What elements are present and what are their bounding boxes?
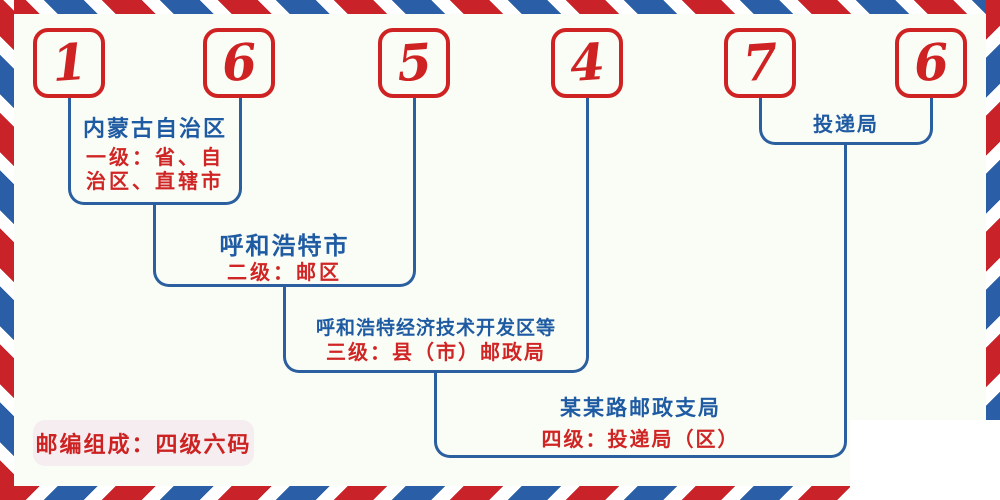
postal-code-composition-badge: 邮编组成：四级六码 [33, 420, 254, 466]
level2-desc: 二级：邮区 [227, 260, 342, 284]
level1-desc-line2: 治区、直辖市 [86, 169, 224, 193]
digit-box-2: 6 [203, 28, 275, 98]
bracket-level1 [68, 98, 242, 205]
digit-box-6: 6 [895, 28, 967, 98]
badge-text: 邮编组成：四级六码 [35, 433, 252, 458]
level2-title: 呼和浩特市 [219, 232, 350, 260]
digit-3: 5 [394, 31, 434, 94]
connector-digit3 [413, 98, 416, 206]
bracket-level4 [434, 373, 847, 458]
airmail-border-top [0, 0, 1000, 14]
bracket-level2 [153, 205, 416, 287]
airmail-border-right [986, 0, 1000, 500]
level1-title: 内蒙古自治区 [82, 117, 227, 142]
bottom-right-white-patch [850, 420, 1000, 500]
bracket-level3 [283, 287, 589, 373]
digit-box-1: 1 [33, 28, 105, 98]
bracket-delivery [759, 98, 933, 145]
digit-6: 6 [911, 31, 951, 94]
connector-delivery [844, 144, 847, 374]
digit-2: 6 [219, 31, 259, 94]
digit-box-4: 4 [551, 28, 623, 98]
level4-title: 某某路邮政支局 [560, 396, 721, 420]
digit-box-3: 5 [378, 28, 450, 98]
level4-desc: 四级：投递局（区） [541, 427, 740, 451]
digit-4: 4 [567, 31, 607, 94]
airmail-border-bottom [0, 486, 1000, 500]
digit-box-5: 7 [724, 28, 796, 98]
level3-title: 呼和浩特经济技术开发区等 [315, 317, 556, 339]
level3-desc: 三级：县（市）邮政局 [326, 340, 546, 364]
connector-digit4 [586, 98, 589, 288]
level1-desc-line1: 一级：省、自 [86, 145, 224, 169]
digit-5: 7 [740, 31, 780, 94]
airmail-border-left [0, 0, 14, 500]
delivery-title: 投递局 [813, 112, 879, 136]
digit-1: 1 [49, 31, 89, 94]
